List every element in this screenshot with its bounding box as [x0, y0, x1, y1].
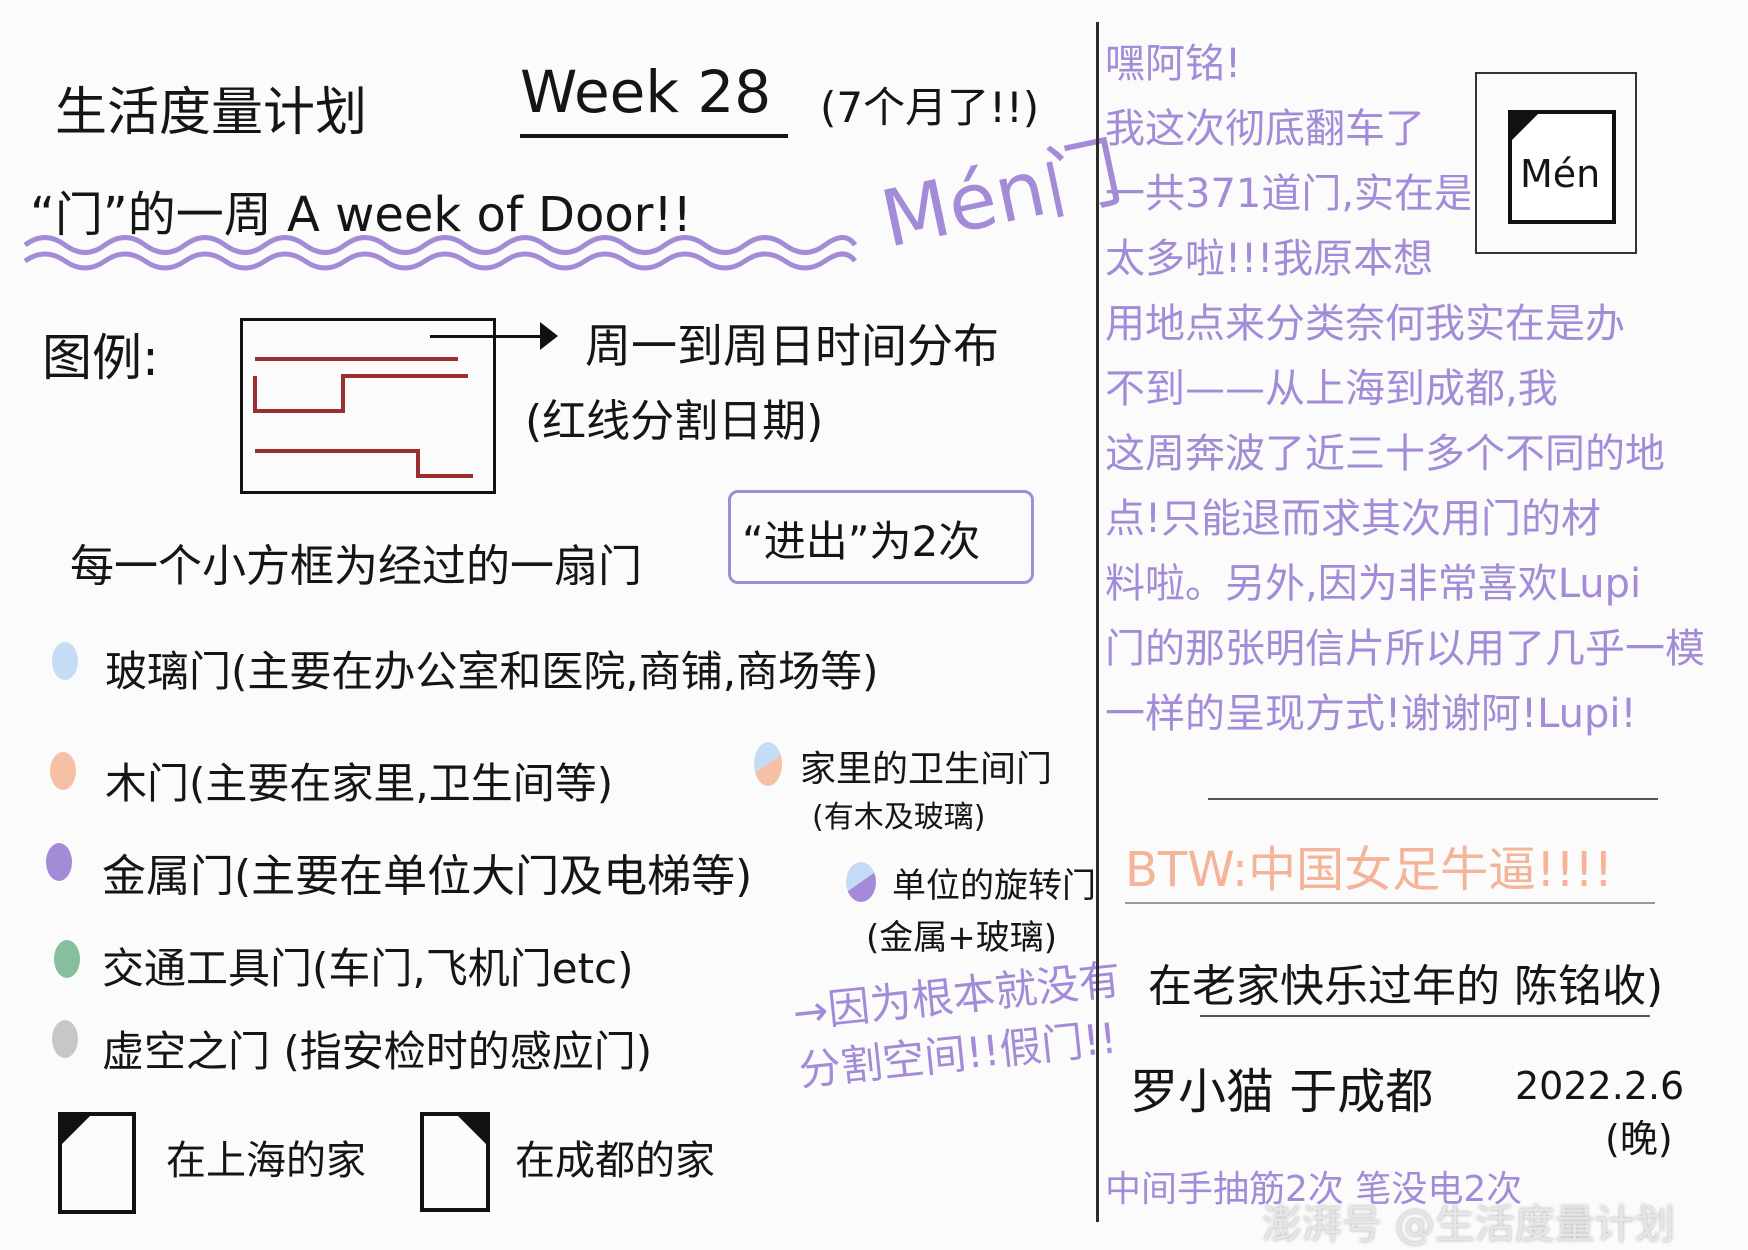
- glass-door-label: 玻璃门(主要在办公室和医院,商铺,商场等): [105, 647, 879, 696]
- in-out-frame: [728, 490, 1034, 584]
- letter-line: 嘿阿铭!: [1105, 41, 1242, 87]
- page-subtitle: “门”的一周 A week of Door!!: [30, 187, 692, 243]
- letter-line: 门的那张明信片所以用了几乎一模: [1105, 626, 1705, 672]
- bathroom-door-note: (有木及玻璃): [812, 800, 986, 835]
- legend-time-box: [240, 318, 496, 494]
- stamp-door-icon: [1508, 110, 1616, 224]
- letter-line: 这周奔波了近三十多个不同的地: [1105, 431, 1665, 477]
- letter-line: 点!只能退而求其次用门的材: [1105, 496, 1602, 542]
- btw-rule: [1125, 902, 1655, 904]
- letter-rule: [1208, 798, 1658, 800]
- transport-door-label: 交通工具门(车门,飞机门etc): [102, 944, 634, 993]
- revolving-door-note: (金属+玻璃): [866, 918, 1058, 958]
- recipient-line: 在老家快乐过年的 陈铭收): [1148, 961, 1664, 1012]
- letter-line: 不到——从上海到成都,我: [1105, 366, 1558, 412]
- letter-line: 用地点来分类奈何我实在是办: [1105, 301, 1625, 347]
- red-line-note: (红线分割日期): [525, 396, 824, 447]
- void-door-label: 虚空之门 (指安检时的感应门): [102, 1027, 653, 1076]
- watermark: 澎湃号 @生活度量计划: [1262, 1202, 1675, 1248]
- red-divider-lines: [253, 357, 473, 478]
- legend-label: 图例:: [42, 329, 159, 387]
- legend-arrow: [430, 335, 548, 338]
- shanghai-home-label: 在上海的家: [166, 1138, 366, 1184]
- btw-note: BTW:中国女足牛逼!!!!: [1125, 842, 1614, 898]
- months-count: (7个月了!!): [820, 83, 1040, 132]
- no-space-note: →因为根本就没有分割空间!!假门!!: [790, 954, 1123, 1096]
- signature-evening: (晚): [1605, 1117, 1673, 1161]
- revolving-door-label: 单位的旋转门: [892, 866, 1096, 906]
- recipient-rule: [1200, 1015, 1650, 1017]
- in-out-note: “进出”为2次: [742, 517, 981, 566]
- stamp-text: Mén: [1520, 152, 1601, 196]
- page-title: 生活度量计划: [55, 83, 368, 143]
- chengdu-home-label: 在成都的家: [515, 1138, 715, 1184]
- chengdu-home-icon: [420, 1112, 490, 1212]
- shanghai-home-icon: [58, 1112, 136, 1214]
- week-distribution-label: 周一到周日时间分布: [585, 319, 999, 373]
- letter-line: 太多啦!!!我原本想: [1105, 236, 1434, 282]
- letter-line: 一样的呈现方式!谢谢阿!Lupi!: [1105, 691, 1637, 737]
- metal-door-swatch: [46, 843, 72, 881]
- revolving-door-swatch: [846, 862, 876, 902]
- metal-door-label: 金属门(主要在单位大门及电梯等): [102, 851, 753, 902]
- letter-line: 我这次彻底翻车了: [1105, 106, 1425, 152]
- cramp-note: 中间手抽筋2次 笔没电2次: [1105, 1169, 1523, 1210]
- glass-door-swatch: [52, 642, 78, 680]
- wavy-underline: [23, 235, 858, 271]
- week-underline: [520, 134, 788, 138]
- wood-door-label: 木门(主要在家里,卫生间等): [105, 759, 614, 808]
- box-description: 每一个小方框为经过的一扇门: [70, 541, 642, 592]
- letter-line: 料啦。另外,因为非常喜欢Lupi: [1105, 561, 1642, 607]
- signature-date: 2022.2.6: [1515, 1064, 1685, 1108]
- week-number: Week 28: [520, 58, 772, 126]
- letter-body: 嘿阿铭! 我这次彻底翻车了 一共371道门,实在是 太多啦!!!我原本想 用地点…: [1105, 32, 1725, 747]
- wood-door-swatch: [50, 752, 76, 790]
- letter-line: 一共371道门,实在是: [1105, 171, 1470, 217]
- void-door-swatch: [52, 1020, 78, 1058]
- bathroom-door-label: 家里的卫生间门: [800, 749, 1053, 790]
- bathroom-door-swatch: [754, 742, 782, 786]
- sender-signature: 罗小猫 于成都: [1130, 1064, 1434, 1120]
- transport-door-swatch: [54, 940, 80, 978]
- legend-arrow-head: [540, 322, 558, 350]
- postcard-divider: [1096, 22, 1099, 1222]
